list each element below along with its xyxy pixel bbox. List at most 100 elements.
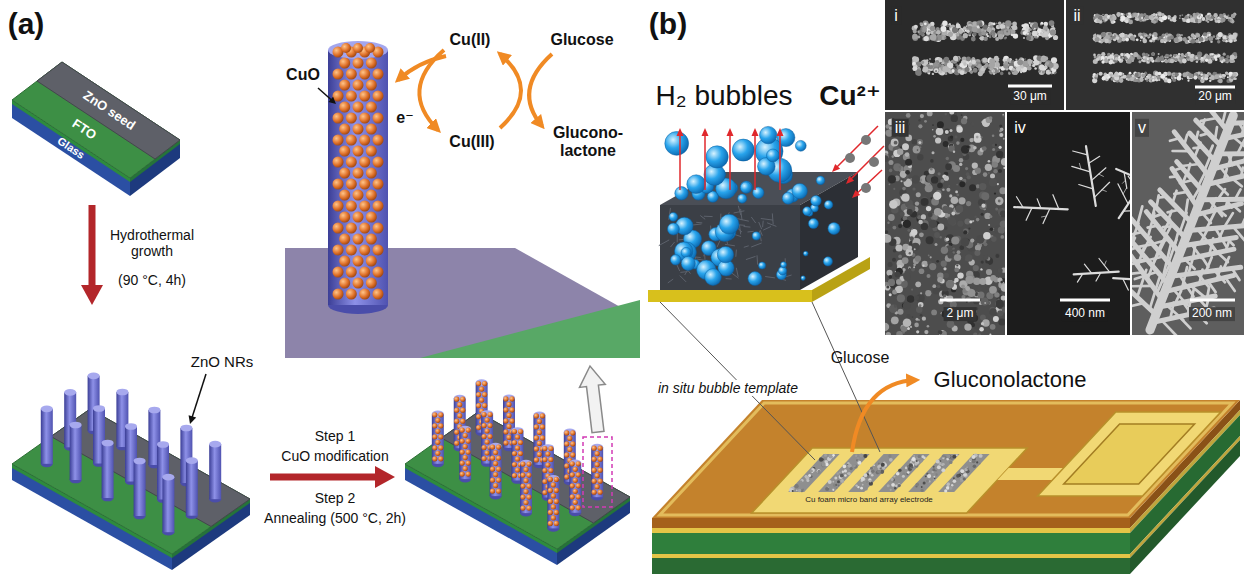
sem-texture: [1174, 17, 1176, 19]
sem-panel: [885, 0, 1064, 110]
nanorod-top: [102, 440, 114, 447]
sem-texture: [1130, 36, 1135, 41]
cuo-particle: [506, 402, 511, 407]
sem-texture: [983, 65, 987, 69]
micro-band: [908, 454, 959, 492]
foam-texture: [835, 484, 837, 486]
cuo-particle: [576, 505, 581, 510]
sem-texture: [1024, 58, 1026, 60]
sem-texture: [1195, 57, 1198, 60]
sem-texture: [986, 33, 988, 35]
foam-texture: [960, 469, 964, 473]
cuo-particle: [353, 212, 364, 223]
sem-texture: [1147, 58, 1149, 60]
cuo-particle: [366, 58, 377, 69]
cuo-particle: [373, 245, 384, 256]
cuo-particle: [490, 467, 495, 472]
sem-texture: [1034, 67, 1037, 70]
foam-texture: [829, 454, 833, 458]
cuo-particle: [512, 440, 517, 445]
cuo-particle: [353, 278, 364, 289]
sem-texture: [971, 37, 976, 42]
cuo-particle: [493, 461, 498, 466]
sem-texture: [1108, 33, 1111, 36]
foam-texture: [832, 481, 834, 483]
cuo-particle: [595, 484, 600, 489]
sem-texture: [979, 23, 983, 27]
sem-texture: [1178, 37, 1183, 42]
flow-arrow: [754, 135, 756, 190]
cuo-particle: [339, 278, 350, 289]
flow-arrow: [852, 190, 860, 198]
sem-texture: [989, 36, 992, 39]
cuo-particle: [346, 91, 357, 102]
sem-texture: [1206, 15, 1210, 19]
h2-bubble: [752, 232, 760, 240]
sem-texture: [993, 73, 995, 75]
foam-texture: [880, 467, 882, 469]
cuo-particle: [353, 234, 364, 245]
sem-texture: [921, 61, 925, 65]
foam-texture: [905, 467, 908, 470]
cuo-particle: [366, 190, 377, 201]
sem-texture: [1114, 56, 1118, 60]
cuo-particle: [488, 434, 493, 439]
cuo-particle: [554, 488, 559, 493]
sem-texture: [1038, 70, 1041, 73]
cuo-particle: [476, 414, 481, 419]
foam-texture: [825, 463, 828, 466]
cuo-particle: [523, 467, 528, 472]
sem-texture: [1151, 52, 1155, 56]
foam-texture: [912, 458, 916, 462]
sem-texture: [1040, 24, 1042, 26]
sem-texture: [979, 37, 982, 40]
sem-texture: [1153, 20, 1157, 24]
cuo-particle: [463, 444, 468, 449]
sem-texture: [1121, 57, 1124, 60]
flow-arrow: [679, 135, 681, 190]
cuo-particle: [353, 43, 363, 53]
sem-texture: [949, 23, 951, 25]
chip-layer: [652, 554, 1130, 558]
cuo-particle: [346, 267, 357, 278]
cuo-particle: [454, 408, 459, 413]
foam-mesh: [700, 216, 705, 220]
cuo-particle: [366, 212, 377, 223]
cuo-particle: [359, 91, 370, 102]
cuo-particle: [570, 505, 575, 510]
foam-mesh: [762, 221, 764, 228]
sem-texture: [1153, 13, 1156, 16]
foam-texture: [857, 457, 859, 459]
sem-texture: [913, 62, 916, 65]
h2-bubble: [795, 140, 806, 151]
sem-texture: [978, 71, 983, 76]
sem-texture: [1196, 33, 1201, 38]
sem-texture: [965, 67, 970, 72]
foam-texture: [866, 481, 868, 483]
sem-texture: [1190, 18, 1195, 23]
sem-texture: [992, 34, 995, 37]
foam-texture: [942, 463, 945, 466]
cuo-particle: [509, 396, 514, 401]
cuo-particle: [564, 463, 569, 468]
sem-texture: [1121, 37, 1125, 41]
foam-texture: [934, 478, 936, 480]
sem-texture: [1017, 59, 1023, 65]
nanorod-top: [459, 426, 471, 433]
foam-mesh: [659, 240, 669, 246]
sem-texture: [935, 70, 937, 72]
cuo-particle: [534, 435, 539, 440]
foam-texture: [798, 489, 801, 492]
cuo-particle: [496, 445, 501, 450]
h2-bubble: [803, 251, 808, 256]
sem-texture: [1027, 59, 1032, 64]
cuo-particle: [537, 441, 542, 446]
foam-texture: [840, 474, 844, 478]
sem-texture: [1140, 20, 1142, 22]
h2-bubble: [732, 139, 754, 161]
sem-texture: [1170, 54, 1173, 57]
sem-texture: [1023, 37, 1025, 39]
sem-texture: [934, 68, 939, 73]
h2-bubble: [670, 255, 680, 265]
foam-texture: [837, 480, 840, 483]
